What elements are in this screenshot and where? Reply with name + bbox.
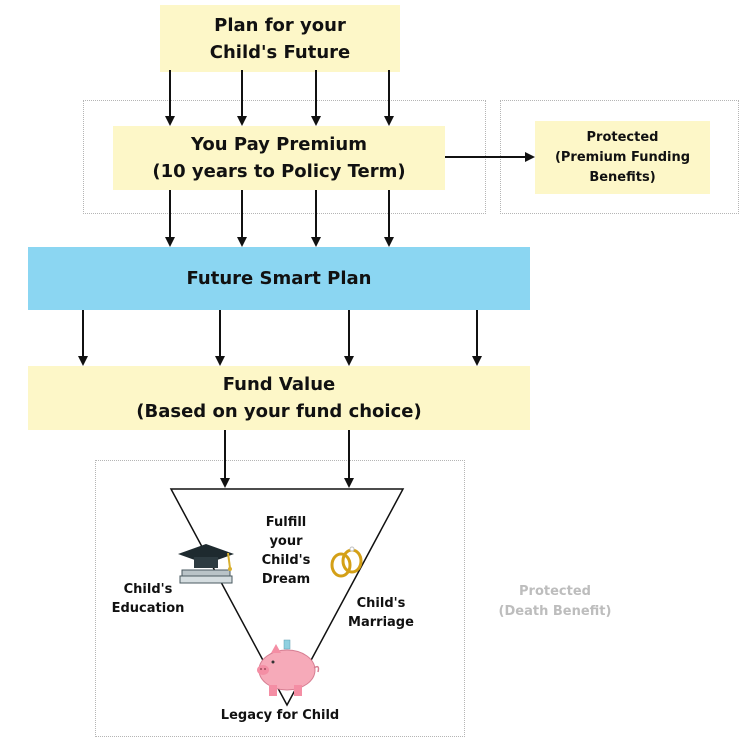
- fund-value-box: Fund Value (Based on your fund choice): [28, 366, 530, 430]
- future-smart-plan-box: Future Smart Plan: [28, 247, 530, 310]
- marriage-label: Child's Marriage: [348, 596, 414, 630]
- pay-premium-box: You Pay Premium (10 years to Policy Term…: [113, 126, 445, 190]
- education-label: Child's Education: [111, 582, 185, 616]
- plan-for-future-box: Plan for your Child's Future: [160, 5, 400, 72]
- dream-label: Fulfill your Child's Dream: [261, 515, 311, 587]
- inverted-pyramid: [169, 488, 405, 707]
- legacy-label: Legacy for Child: [220, 708, 340, 723]
- graduation-cap-icon: [178, 544, 234, 584]
- piggy-bank-icon: [257, 639, 320, 696]
- wedding-rings-icon: [330, 546, 363, 578]
- protected-premium-box: Protected (Premium Funding Benefits): [535, 121, 710, 194]
- protected-death-label: Protected (Death Benefit): [498, 584, 612, 619]
